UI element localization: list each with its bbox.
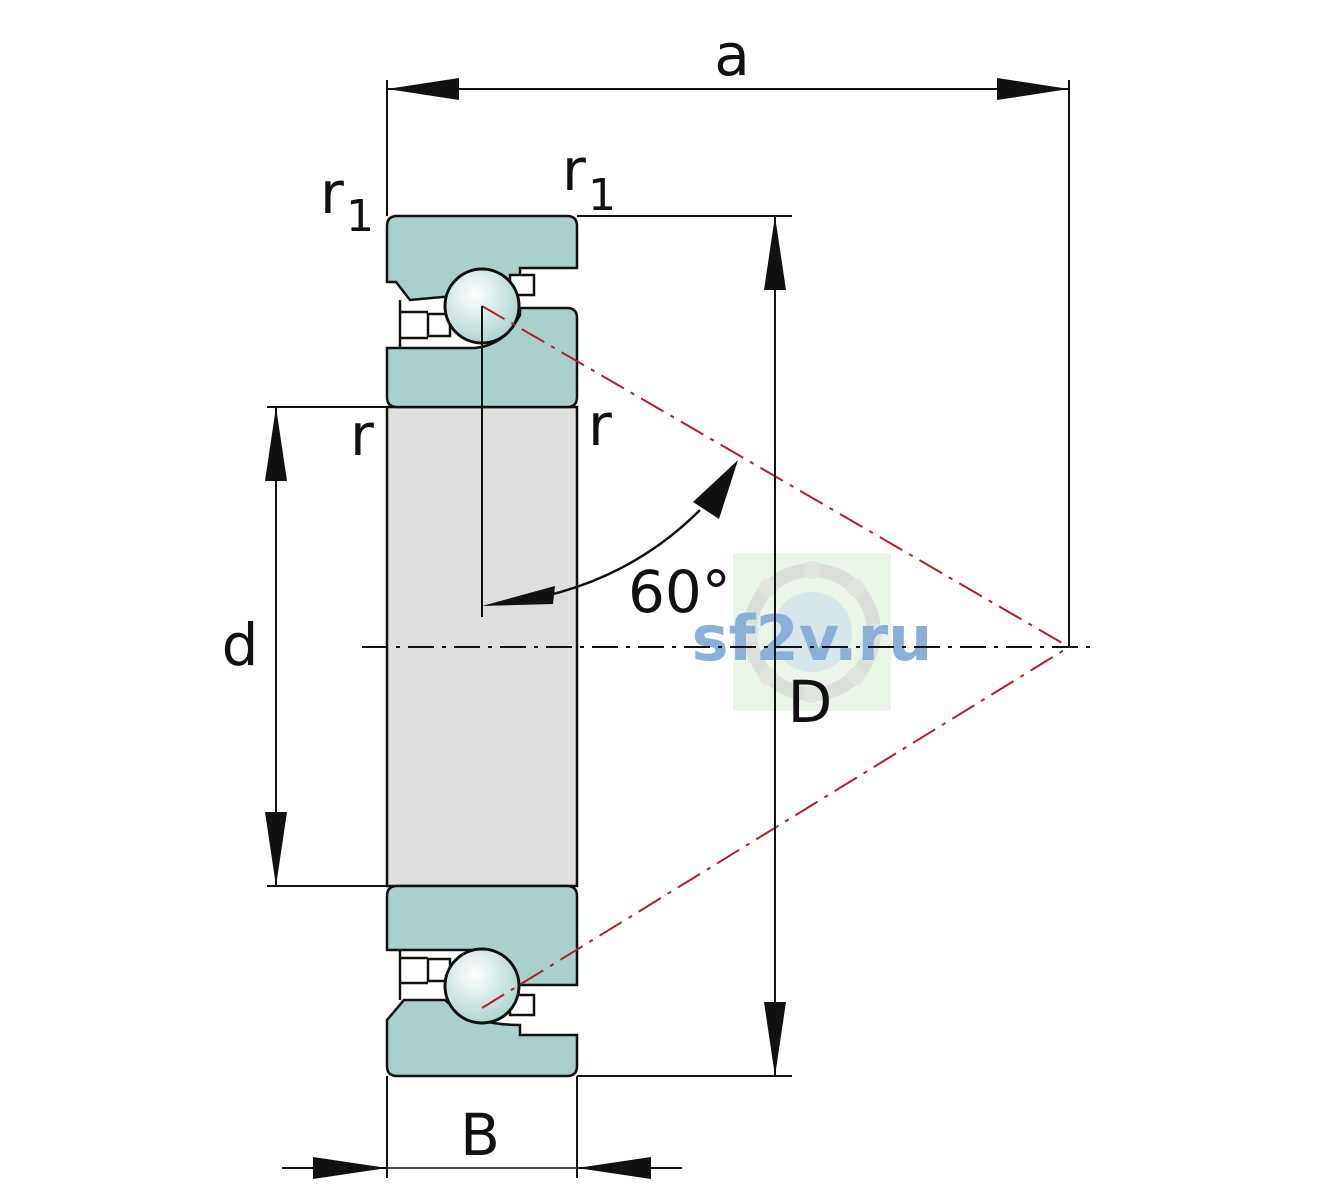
label-D: D xyxy=(788,668,833,736)
angle-arc xyxy=(482,460,738,606)
angle-arrowhead-right xyxy=(693,460,738,519)
label-r1-right-sub: 1 xyxy=(588,170,616,221)
dimension-B xyxy=(282,1076,682,1179)
dim-D-arrow-top xyxy=(764,216,786,290)
bearing-logo-icon xyxy=(741,561,883,703)
label-r-left: r xyxy=(350,401,374,469)
bottom-ball xyxy=(443,947,521,1025)
angle-arrowhead-left xyxy=(482,586,555,606)
dim-d-arrow-bottom xyxy=(265,812,287,886)
dim-B-arrow-left xyxy=(313,1157,387,1179)
dim-D-arrow-bottom xyxy=(764,1002,786,1076)
label-r1-left-sub: 1 xyxy=(346,191,374,242)
dimension-a xyxy=(386,78,1070,647)
label-B: B xyxy=(460,1101,500,1169)
watermark-text: sf2v.ru xyxy=(692,602,933,675)
dimension-d xyxy=(265,406,387,887)
dim-a-arrow-left xyxy=(387,78,459,100)
watermark: sf2v.ru xyxy=(692,553,933,711)
dim-d-arrow-top xyxy=(265,407,287,481)
dimension-D xyxy=(577,215,792,1077)
dim-a-arrow-right xyxy=(997,78,1069,100)
label-d: d xyxy=(222,611,259,679)
label-r1-left: r xyxy=(320,159,344,227)
bottom-cross-section xyxy=(385,884,579,1078)
label-r1-right: r xyxy=(562,136,586,204)
dim-B-arrow-right xyxy=(577,1157,651,1179)
label-angle: 60° xyxy=(628,558,731,626)
label-a: a xyxy=(714,21,750,89)
label-r-right: r xyxy=(588,391,612,459)
